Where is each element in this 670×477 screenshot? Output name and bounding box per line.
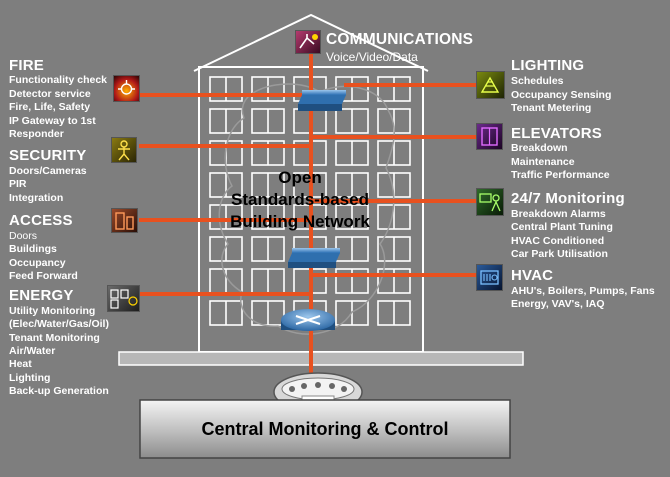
hvac-title: HVAC: [511, 267, 554, 284]
building-roof: [193, 13, 429, 72]
energy-item: (Elec/Water/Gas/Oil): [9, 318, 109, 330]
access-item: Occupancy: [9, 257, 66, 269]
energy-item: Heat: [9, 358, 32, 370]
security-person-icon: [111, 137, 137, 163]
flame-sensor-icon: [113, 75, 140, 102]
elevators-item: Traffic Performance: [511, 169, 610, 181]
communications-icon: [295, 30, 321, 54]
security-item: PIR: [9, 178, 27, 190]
hvac-item: Energy, VAV's, IAQ: [511, 298, 605, 310]
elevators-item: Maintenance: [511, 156, 575, 168]
energy-item: Utility Monitoring: [9, 305, 96, 317]
lighting-item: Schedules: [511, 75, 564, 87]
energy-title: ENERGY: [9, 287, 74, 304]
central-monitoring-label: Central Monitoring & Control: [201, 419, 449, 439]
network-cloud: [218, 83, 395, 335]
access-item: Doors: [9, 230, 38, 242]
hvac-item: AHU's, Boilers, Pumps, Fans: [511, 285, 655, 297]
security-item: Integration: [9, 192, 64, 204]
communications-title: COMMUNICATIONS: [326, 31, 474, 48]
middle-switch: [288, 248, 340, 268]
fire-title: FIRE: [9, 57, 44, 74]
lighting-fixture-icon: [476, 71, 505, 99]
security-title: SECURITY: [9, 147, 87, 164]
elevators-title: ELEVATORS: [511, 125, 602, 142]
fire-item: IP Gateway to 1st: [9, 115, 96, 127]
lighting-item: Occupancy Sensing: [511, 89, 612, 101]
access-door-icon: [111, 208, 138, 233]
top-switch: [298, 90, 346, 111]
access-item: Feed Forward: [9, 270, 78, 282]
access-title: ACCESS: [9, 212, 73, 229]
router: [281, 309, 335, 331]
monitoring-item: Central Plant Tuning: [511, 221, 613, 233]
network-title-line: Building Network: [230, 212, 370, 231]
security-item: Doors/Cameras: [9, 165, 87, 177]
lighting-item: Tenant Metering: [511, 102, 592, 114]
monitoring-item: HVAC Conditioned: [511, 235, 605, 247]
fire-item: Responder: [9, 128, 64, 140]
fire-item: Fire, Life, Safety: [9, 101, 91, 113]
network-title-line: Standards-based: [231, 190, 369, 209]
network-title: Open Standards-based Building Network: [205, 167, 395, 233]
monitoring-title: 24/7 Monitoring: [511, 190, 625, 207]
central-monitoring-box: [139, 399, 511, 459]
energy-item: Lighting: [9, 372, 51, 384]
energy-item: Back-up Generation: [9, 385, 109, 397]
elevators-item: Breakdown: [511, 142, 568, 154]
operator-monitor-icon: [476, 188, 504, 216]
monitoring-item: Breakdown Alarms: [511, 208, 606, 220]
network-title-line: Open: [278, 168, 322, 187]
energy-item: Air/Water: [9, 345, 56, 357]
access-item: Buildings: [9, 243, 57, 255]
energy-meter-icon: [107, 285, 140, 312]
lighting-title: LIGHTING: [511, 57, 585, 74]
fire-item: Detector service: [9, 88, 91, 100]
building-windows: [209, 76, 411, 326]
ground-slab: [118, 351, 524, 366]
monitoring-item: Car Park Utilisation: [511, 248, 608, 260]
communications-subtitle: Voice/Video/Data: [326, 50, 418, 64]
energy-item: Tenant Monitoring: [9, 332, 100, 344]
hvac-unit-icon: [476, 264, 503, 291]
elevator-icon: [476, 123, 503, 150]
fire-item: Functionality check: [9, 74, 108, 86]
